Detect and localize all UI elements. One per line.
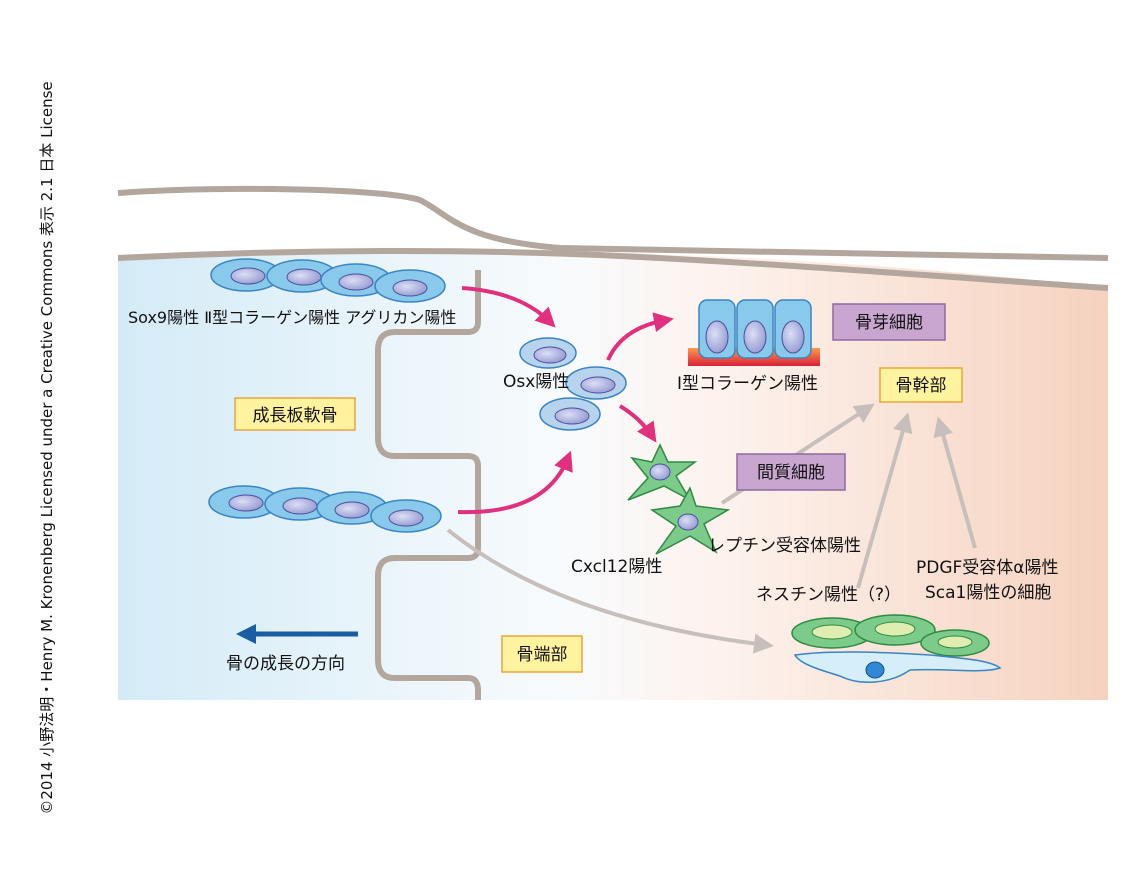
growth-plate-label: 成長板軟骨 <box>253 406 338 426</box>
leptin-label: レプチン受容体陽性 <box>708 536 861 556</box>
osx-positive-cells <box>519 337 627 431</box>
pdgf-label-line2: Sca1陽性の細胞 <box>925 583 1051 603</box>
perivascular-cells <box>791 614 1002 683</box>
chondrocyte-column-top <box>210 258 446 303</box>
growth-direction-label: 骨の成長の方向 <box>226 654 345 674</box>
stromal-star-cells <box>627 443 731 555</box>
osteoblast-label-box <box>832 303 946 341</box>
cxcl12-label: Cxcl12陽性 <box>571 557 662 577</box>
chondrocyte-column-bottom <box>208 485 442 533</box>
stromal-label: 間質細胞 <box>757 463 825 483</box>
copyright-text: ©2014 小野法明・Henry M. Kronenberg Licensed … <box>38 81 56 814</box>
epiphysis-label: 骨端部 <box>517 645 568 665</box>
bone-cortex-top-outline <box>117 185 1109 261</box>
differentiation-arrows <box>457 286 674 515</box>
growth-plate-label-box <box>234 397 356 431</box>
osteoblast-label: 骨芽細胞 <box>855 313 923 333</box>
growth-plate-boundary <box>375 270 481 700</box>
marrow-background <box>118 249 1108 700</box>
epiphysis-label-box <box>501 635 583 673</box>
stromal-label-box <box>736 453 846 491</box>
bone-cortex-inner-outline <box>117 248 1109 291</box>
osx-label: Osx陽性 <box>503 372 569 392</box>
osteoblast-cells <box>688 299 820 366</box>
type1-collagen-label: Ⅰ型コラーゲン陽性 <box>677 374 818 394</box>
nestin-label: ネスチン陽性（?） <box>756 585 901 605</box>
diaphysis-label-box <box>879 367 963 403</box>
diaphysis-label: 骨幹部 <box>896 375 947 396</box>
sox9-label: Sox9陽性 Ⅱ型コラーゲン陽性 アグリカン陽性 <box>128 308 456 327</box>
pdgf-label-line1: PDGF受容体α陽性 <box>916 558 1059 578</box>
